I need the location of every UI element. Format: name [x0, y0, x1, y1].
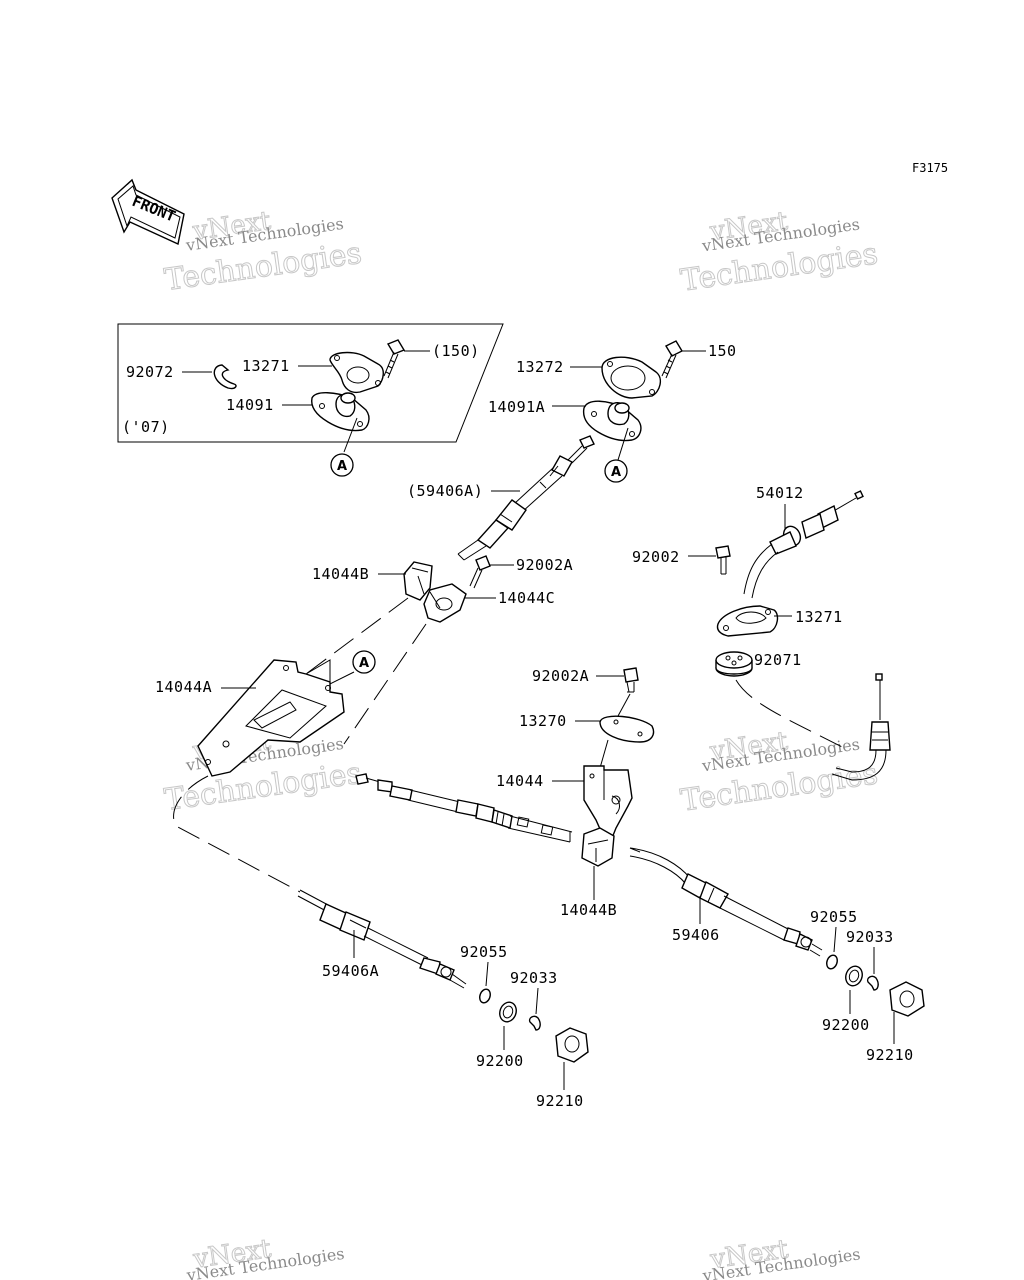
label-92210-right: 92210: [866, 1046, 914, 1064]
inset-note: ('07): [122, 418, 170, 436]
oring-92055-right: [826, 954, 838, 970]
inset-07-box: ('07) 92072 13271 (150) 14091: [117, 323, 504, 453]
front-arrow-icon: FRONT: [111, 178, 185, 246]
clamp-14044C: [423, 583, 467, 623]
cable-59406A-upper: [457, 435, 595, 561]
watermark-top-right: vNext vNext Technologies Technologies: [678, 206, 880, 299]
label-14091: 14091: [226, 396, 274, 414]
gasket-13272: [601, 356, 662, 399]
label-13272: 13272: [516, 358, 564, 376]
figure-code: F3175: [912, 161, 948, 175]
watermark-mid-right: vNext vNext Technologies Technologies: [678, 726, 880, 819]
callout-a-bracket: A: [352, 650, 376, 674]
label-92200-right: 92200: [822, 1016, 870, 1034]
callout-a-label: A: [337, 459, 347, 474]
label-92072: 92072: [126, 363, 174, 381]
clip-92033-right: [866, 975, 879, 991]
label-92002A-mid: 92002A: [532, 667, 589, 685]
label-59406: 59406: [672, 926, 720, 944]
label-54012: 54012: [756, 484, 804, 502]
oring-92055-left: [479, 988, 491, 1004]
label-92002A-top: 92002A: [516, 556, 573, 574]
label-92210-left: 92210: [536, 1092, 584, 1110]
nut-92210-left: [555, 1027, 589, 1063]
bolt-92002A-mid: [623, 667, 639, 693]
label-59406A-paren: (59406A): [407, 482, 483, 500]
cable-59406: [629, 847, 823, 957]
label-92033-left: 92033: [510, 969, 558, 987]
label-13271: 13271: [795, 608, 843, 626]
circlip-part: [213, 364, 237, 390]
label-14044C: 14044C: [498, 589, 555, 607]
bolt-150-part: [661, 340, 683, 379]
cable-59406A-lower: [297, 889, 467, 989]
cable-54012: [743, 490, 864, 599]
callout-a-label: A: [611, 465, 621, 480]
label-59406A: 59406A: [322, 962, 379, 980]
label-14044: 14044: [496, 772, 544, 790]
watermark-top-left: vNext vNext Technologies Technologies: [162, 206, 364, 299]
nut-92210-right: [889, 981, 925, 1017]
cable-middle: [355, 773, 573, 843]
clip-92033-left: [528, 1015, 541, 1031]
label-14044A: 14044A: [155, 678, 212, 696]
bolt-part: [383, 339, 406, 379]
grommet-92071: [715, 651, 753, 677]
bracket-14044A: [197, 659, 345, 777]
label-14091A: 14091A: [488, 398, 545, 416]
watermark-bottom-right: vNext vNext Technologies: [701, 1234, 862, 1280]
label-150-paren: (150): [432, 342, 480, 360]
plate-13271: [716, 605, 779, 637]
watermark-bottom-left: vNext vNext Technologies: [185, 1234, 346, 1280]
callout-a-inset: A: [330, 453, 354, 477]
label-92071: 92071: [754, 651, 802, 669]
label-150: 150: [708, 342, 737, 360]
callout-a-top: A: [604, 459, 628, 483]
bolt-92002: [715, 545, 731, 575]
label-14044B-top: 14044B: [312, 565, 369, 583]
label-13270: 13270: [519, 712, 567, 730]
washer-92200-right: [845, 965, 863, 987]
bracket-14044: [583, 765, 633, 839]
label-92200-left: 92200: [476, 1052, 524, 1070]
gasket-13270: [599, 715, 655, 743]
label-92055-left: 92055: [460, 943, 508, 961]
label-92002: 92002: [632, 548, 680, 566]
clamp-14044B-bottom: [581, 827, 615, 867]
cable-end-right: [831, 673, 891, 781]
callout-a-label: A: [359, 656, 369, 671]
washer-92200-left: [499, 1001, 517, 1023]
label-92033-right: 92033: [846, 928, 894, 946]
plate-13271-inset: [329, 351, 384, 394]
label-14044B-bottom: 14044B: [560, 901, 617, 919]
label-13271-inset: 13271: [242, 357, 290, 375]
bolt-92002A-top: [469, 555, 491, 589]
label-92055-right: 92055: [810, 908, 858, 926]
